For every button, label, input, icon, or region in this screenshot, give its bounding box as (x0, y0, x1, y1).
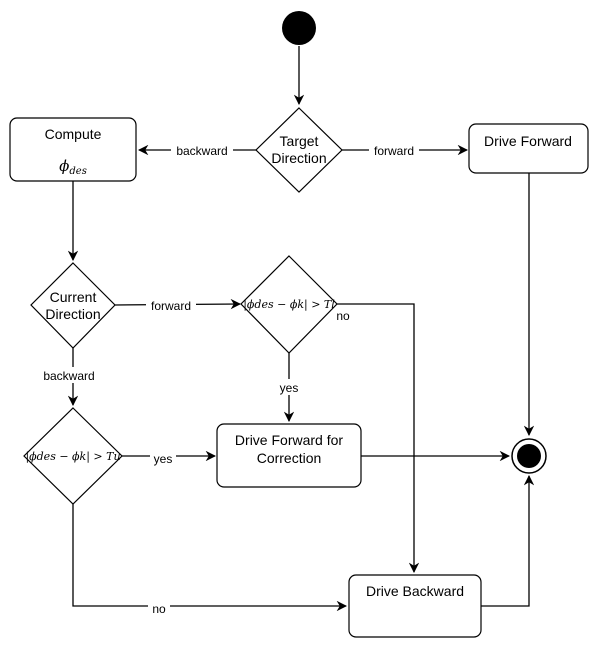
current-direction-decision (30, 262, 116, 349)
edge-label-forward-target: forward (374, 144, 414, 158)
condition-tu-text: |ϕdes − ϕk| > Tu (25, 450, 120, 464)
condition-tl-decision (240, 255, 338, 354)
compute-node (9, 117, 137, 182)
target-direction-decision (255, 107, 343, 193)
target-direction-line1: Target (280, 133, 319, 149)
compute-formula: ϕdes (59, 157, 87, 177)
edge-label-backward-current: backward (43, 369, 94, 383)
drive-backward-node (348, 574, 482, 638)
target-direction-line2: Direction (271, 150, 326, 166)
compute-label: Compute (45, 126, 102, 142)
edge-label-backward-compute: backward (176, 144, 227, 158)
current-direction-line2: Direction (45, 306, 100, 322)
drive-forward-node (468, 123, 589, 174)
drive-forward-correction-line1: Drive Forward for (235, 432, 343, 448)
drive-backward-label: Drive Backward (366, 583, 464, 599)
condition-tu-decision (23, 407, 123, 505)
drive-forward-correction-line2: Correction (257, 450, 322, 466)
edge-cond-l-to-backward (337, 303, 420, 574)
edge-cond-u-to-backward (72, 504, 348, 612)
end-node-core (517, 444, 541, 468)
drive-forward-correction-node (216, 423, 362, 488)
edge-label-no-cond-u: no (152, 602, 166, 616)
edge-label-yes-cond-l: yes (280, 381, 299, 395)
start-node (282, 11, 316, 45)
condition-tl-text: |ϕdes − ϕk| > Tl (243, 298, 335, 312)
current-direction-line1: Current (50, 289, 97, 305)
drive-forward-label: Drive Forward (484, 133, 572, 149)
edge-label-no-cond-l: no (336, 309, 350, 323)
edge-label-yes-cond-u: yes (154, 452, 173, 466)
edge-label-forward-current: forward (151, 299, 191, 313)
edge-backward-to-end (481, 474, 535, 607)
